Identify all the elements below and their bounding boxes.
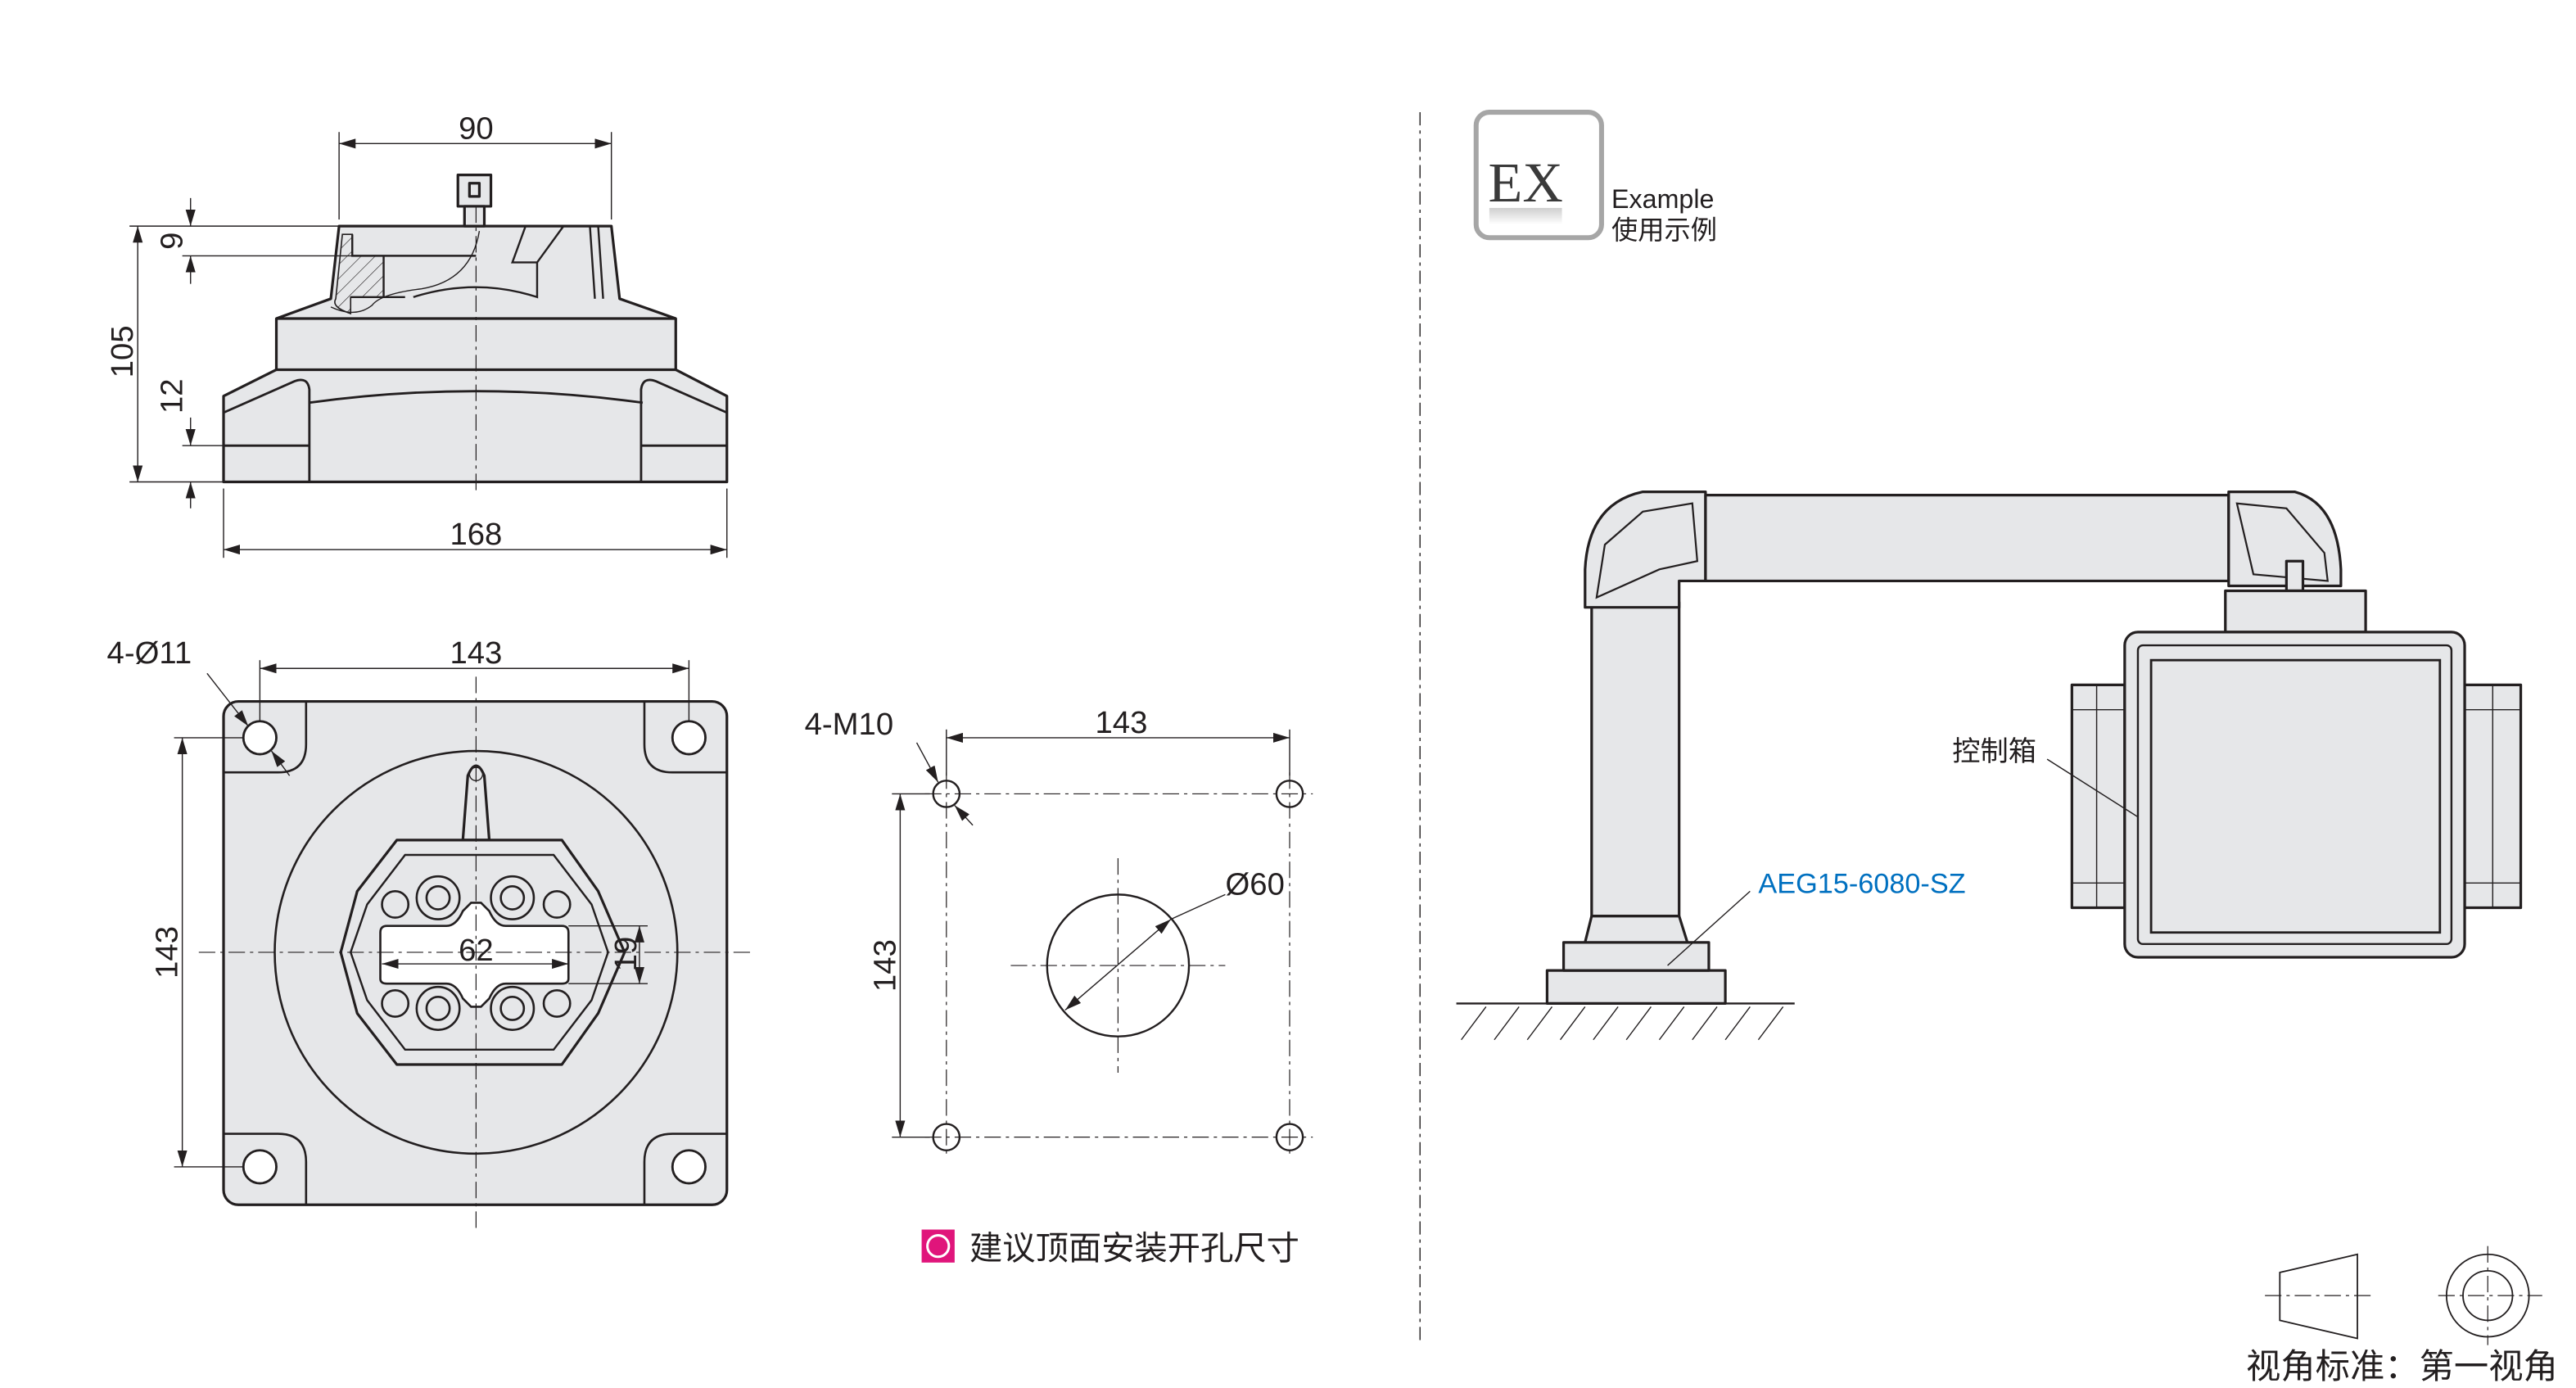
dim-hole-spec: 4-Ø11: [107, 635, 192, 671]
arm-system-illustration: 控制箱 AEG15-6080-SZ: [1456, 490, 2523, 1041]
dim-slot-height: 19: [608, 937, 644, 972]
dim-foot-height: 12: [155, 378, 190, 414]
bottom-view: 143 143 4-Ø11 62 19: [107, 635, 752, 1230]
control-box-label: 控制箱: [1952, 736, 2036, 767]
legend-cutout: 建议顶面安装开孔尺寸: [921, 1229, 1299, 1267]
projection-label: 视角标准：第一视角: [2246, 1347, 2558, 1386]
example-label-en: Example: [1611, 184, 1714, 214]
dim-cutout-pitch-x: 143: [1096, 705, 1148, 740]
dim-total-height: 105: [105, 325, 140, 378]
dim-thread-spec: 4-M10: [805, 707, 894, 742]
model-label: AEG15-6080-SZ: [1758, 868, 1965, 899]
example-label-cn: 使用示例: [1611, 215, 1717, 245]
projection-symbol: [2265, 1246, 2542, 1345]
dim-cutout-pitch-y: 143: [867, 939, 902, 992]
dim-hole-pitch-y: 143: [150, 926, 185, 979]
dim-top-height: 9: [155, 233, 190, 250]
cutout-view: 143 143 4-M10 Ø60 建议顶面安装开孔尺寸: [805, 705, 1313, 1267]
logo-reflection: [1489, 207, 1562, 225]
dim-slot-width: 62: [459, 933, 494, 968]
dim-top-width: 90: [459, 111, 494, 146]
legend-text: 建议顶面安装开孔尺寸: [969, 1230, 1299, 1267]
dim-base-width: 168: [450, 517, 502, 552]
control-box: [2123, 631, 2466, 959]
dim-center-hole: Ø60: [1226, 866, 1285, 902]
side-view: 90 105 9 12 168: [105, 111, 729, 558]
example-logo: EX: [1473, 110, 1604, 241]
example-logo-text: EX: [1489, 151, 1563, 214]
dim-hole-pitch-x: 143: [450, 635, 502, 671]
